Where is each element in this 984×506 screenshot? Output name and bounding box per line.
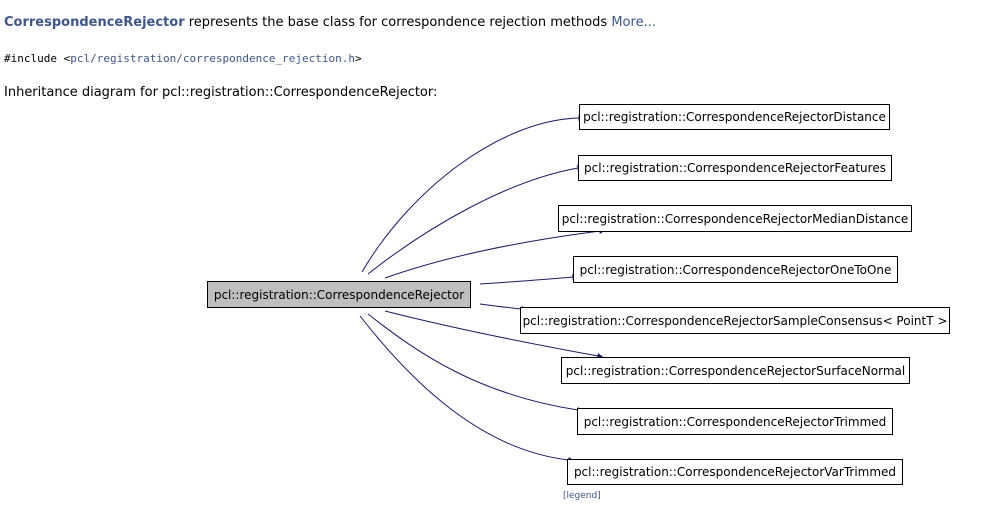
include-prefix: #include < [4,52,71,65]
node-derived-distance[interactable]: pcl::registration::CorrespondenceRejecto… [579,104,890,130]
edge-median-distance [384,228,606,279]
edge-surface-normal [384,310,604,359]
include-file-link[interactable]: pcl/registration/correspondence_rejectio… [70,52,356,65]
edge-var-trimmed [359,315,575,463]
node-derived-features[interactable]: pcl::registration::CorrespondenceRejecto… [578,155,892,181]
node-derived-median-distance[interactable]: pcl::registration::CorrespondenceRejecto… [558,205,912,232]
node-derived-one-to-one[interactable]: pcl::registration::CorrespondenceRejecto… [573,256,898,283]
node-derived-var-trimmed[interactable]: pcl::registration::CorrespondenceRejecto… [567,459,903,485]
include-line: #include <pcl/registration/correspondenc… [4,52,362,65]
edge-one-to-one [479,274,579,285]
edge-distance [361,115,585,273]
class-brief: CorrespondenceRejector represents the ba… [4,15,656,30]
more-link[interactable]: More... [611,15,656,30]
inheritance-heading: Inheritance diagram for pcl::registratio… [4,85,438,100]
edge-trimmed [367,313,584,413]
legend-link[interactable]: [legend] [563,491,601,501]
node-derived-trimmed[interactable]: pcl::registration::CorrespondenceRejecto… [577,408,893,435]
node-base-class[interactable]: pcl::registration::CorrespondenceRejecto… [207,281,471,308]
edge-features [367,165,584,275]
edge-sample-consensus [479,303,528,312]
node-derived-surface-normal[interactable]: pcl::registration::CorrespondenceRejecto… [561,357,910,384]
node-derived-sample-consensus[interactable]: pcl::registration::CorrespondenceRejecto… [520,307,950,334]
include-suffix: > [355,52,362,65]
class-description: represents the base class for correspond… [184,15,612,30]
class-link[interactable]: CorrespondenceRejector [4,15,185,30]
